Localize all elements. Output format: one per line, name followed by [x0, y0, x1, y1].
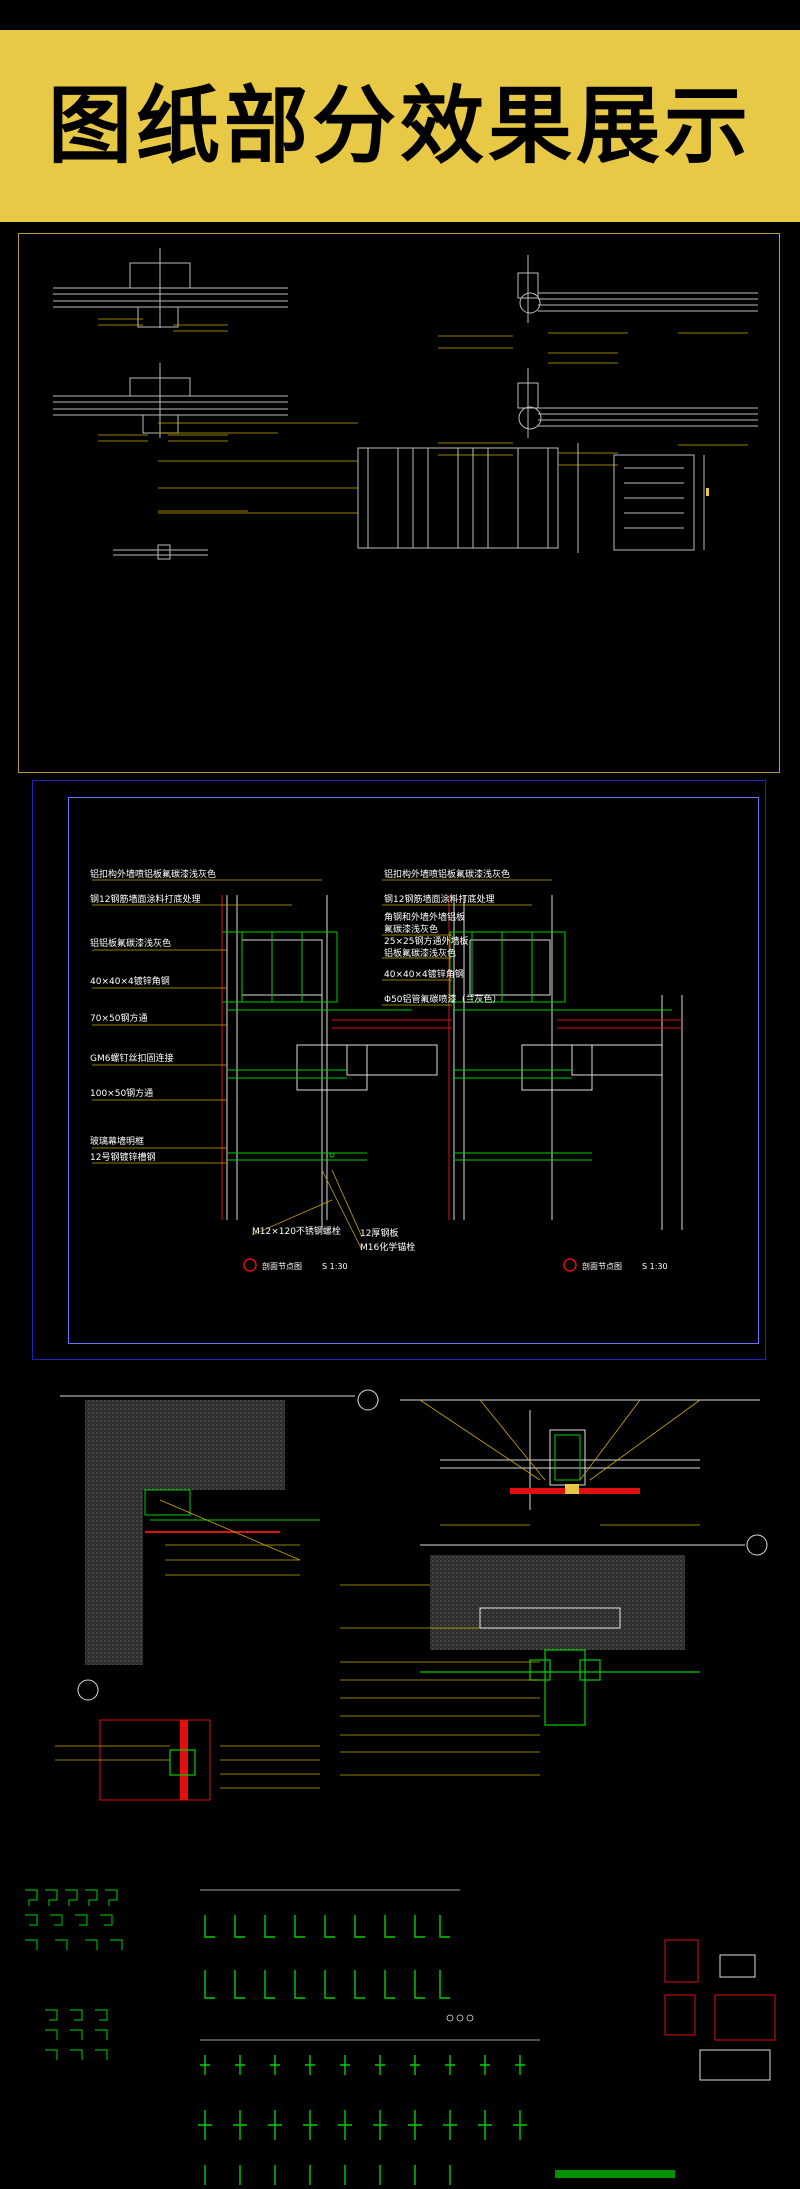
- drawing-panel-2: 铝扣构外墙喷铝板氟碳漆浅灰色 钢12钢筋墙面涂料打底处理 铝铝板氟碳漆浅灰色 4…: [32, 780, 766, 1360]
- left-label-1: 钢12钢筋墙面涂料打底处理: [90, 893, 200, 905]
- right-label-7: Φ50铝管氟碳喷漆（兰灰色）: [384, 993, 502, 1005]
- left-label-4: 70×50钢方通: [90, 1012, 147, 1024]
- left-label-0: 铝扣构外墙喷铝板氟碳漆浅灰色: [90, 868, 216, 880]
- drawing-panel-1: [18, 233, 780, 773]
- left-scale: S 1:30: [322, 1262, 348, 1271]
- right-label-0: 铝扣构外墙喷铝板氟碳漆浅灰色: [384, 868, 510, 880]
- banner-title: 图纸部分效果展示: [47, 77, 752, 175]
- left-label-5: GM6螺钉丝扣固连接: [90, 1052, 173, 1064]
- bottom-label-1: 12厚钢板: [360, 1227, 398, 1239]
- left-label-3: 40×40×4镀锌角钢: [90, 975, 170, 987]
- right-label-6: 40×40×4镀锌角钢: [384, 968, 464, 980]
- left-caption: 剖面节点图: [262, 1261, 302, 1271]
- drawing-panel-3: [0, 1380, 800, 1860]
- left-label-6: 100×50钢方通: [90, 1087, 153, 1099]
- right-label-4: 25×25钢方通外墙板: [384, 935, 468, 947]
- right-label-2: 角钢和外墙外墙铝板: [384, 911, 465, 923]
- banner: 图纸部分效果展示: [0, 30, 800, 222]
- left-label-2: 铝铝板氟碳漆浅灰色: [90, 937, 171, 949]
- bottom-label-2: M16化学锚栓: [360, 1241, 415, 1253]
- drawing-panel-4: [0, 1870, 800, 2189]
- right-caption: 剖面节点图: [582, 1261, 622, 1271]
- right-scale: S 1:30: [642, 1262, 668, 1271]
- left-label-8: 12号钢镀锌槽钢: [90, 1151, 155, 1163]
- right-label-3: 氟碳漆浅灰色: [384, 923, 438, 935]
- right-label-5: 铝板氟碳漆浅灰色: [384, 947, 456, 959]
- right-label-1: 钢12钢筋墙面涂料打底处理: [384, 893, 494, 905]
- left-label-7: 玻璃幕墙明框: [90, 1135, 144, 1147]
- bottom-label-0: M12×120不锈钢螺栓: [252, 1225, 341, 1237]
